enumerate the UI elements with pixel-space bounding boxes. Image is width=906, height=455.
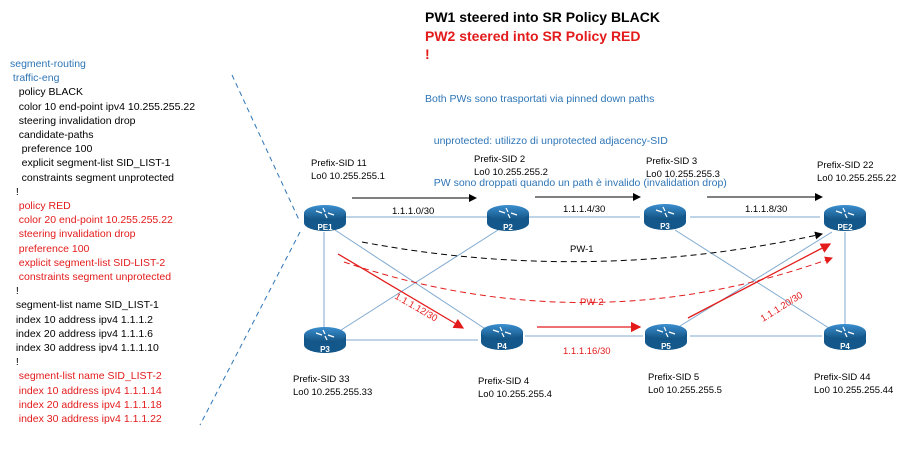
router-label: PE2 bbox=[837, 223, 853, 232]
config-line: ! bbox=[10, 356, 19, 369]
config-line: ! bbox=[10, 185, 19, 198]
red-path bbox=[337, 243, 832, 333]
router-label: P3 bbox=[660, 222, 670, 231]
sid-p4: Prefix-SID 4 bbox=[478, 376, 529, 387]
links bbox=[323, 216, 846, 341]
config-line: traffic-eng bbox=[10, 72, 60, 85]
config-line: steering invalidation drop bbox=[10, 228, 136, 241]
title-bang: ! bbox=[425, 46, 430, 62]
router-label: P3 bbox=[320, 345, 330, 354]
config-panel: segment-routing traffic-eng policy BLACK… bbox=[10, 57, 195, 426]
callout-line bbox=[199, 231, 301, 426]
router-label: P4 bbox=[497, 342, 507, 351]
lo0-pe1: Lo0 10.255.255.1 bbox=[311, 171, 385, 182]
note-line: Both PWs sono trasportati via pinned dow… bbox=[425, 93, 655, 105]
link-p2-p3b bbox=[337, 229, 499, 333]
lo0-p4r: Lo0 10.255.255.44 bbox=[814, 385, 893, 396]
router-label: P5 bbox=[661, 342, 671, 351]
title-pw1: PW1 steered into SR Policy BLACK bbox=[425, 9, 660, 25]
router-p4r: P4 bbox=[824, 324, 866, 351]
config-line: preference 100 bbox=[10, 143, 93, 156]
sid-pe1: Prefix-SID 11 bbox=[311, 158, 367, 169]
link-label-l2: 1.1.1.4/30 bbox=[563, 204, 605, 215]
config-line: steering invalidation drop bbox=[10, 114, 136, 127]
router-p4: P4 bbox=[481, 324, 523, 351]
sid-pe2: Prefix-SID 22 bbox=[817, 160, 874, 171]
config-line: segment-routing bbox=[10, 58, 86, 70]
config-line: index 20 address ipv4 1.1.1.18 bbox=[10, 398, 162, 411]
router-pe2: PE2 bbox=[824, 205, 866, 232]
config-line: policy RED bbox=[10, 200, 71, 213]
config-line: index 30 address ipv4 1.1.1.10 bbox=[10, 342, 159, 355]
config-line: index 30 address ipv4 1.1.1.22 bbox=[10, 413, 162, 426]
router-pe1: PE1 bbox=[304, 205, 346, 232]
pw2-label: PW-2 bbox=[580, 297, 604, 308]
link-label-l4: 1.1.1.12/30 bbox=[393, 291, 440, 324]
router-p2: P2 bbox=[487, 205, 529, 232]
lo0-p4: Lo0 10.255.255.4 bbox=[478, 389, 552, 400]
sid-p4r: Prefix-SID 44 bbox=[814, 372, 871, 383]
config-line: index 10 address ipv4 1.1.1.2 bbox=[10, 313, 154, 326]
config-line: index 20 address ipv4 1.1.1.6 bbox=[10, 327, 154, 340]
note-line: PW sono droppati quando un path è invali… bbox=[425, 177, 727, 189]
config-line: index 10 address ipv4 1.1.1.14 bbox=[10, 384, 162, 397]
pw1-label: PW-1 bbox=[570, 244, 594, 255]
notes-block: Both PWs sono trasportati via pinned dow… bbox=[425, 64, 727, 204]
lo0-p5: Lo0 10.255.255.5 bbox=[648, 385, 722, 396]
config-line: preference 100 bbox=[10, 242, 90, 255]
pw2-curve bbox=[343, 256, 833, 304]
config-line: candidate-paths bbox=[10, 129, 94, 142]
config-line: explicit segment-list SID_LIST-1 bbox=[10, 157, 171, 170]
router-p3b: P3 bbox=[304, 327, 346, 354]
router-label: P2 bbox=[503, 223, 513, 232]
link-label-l5: 1.1.1.16/30 bbox=[563, 346, 611, 357]
title-pw2: PW2 steered into SR Policy RED bbox=[425, 28, 641, 44]
config-line: color 20 end-point 10.255.255.22 bbox=[10, 214, 173, 227]
router-p5: P5 bbox=[645, 324, 687, 351]
link-label-l1: 1.1.1.0/30 bbox=[392, 206, 434, 217]
sid-p3b: Prefix-SID 33 bbox=[293, 374, 350, 385]
black-path bbox=[352, 193, 823, 202]
config-line: explicit segment-list SID-LIST-2 bbox=[10, 256, 166, 269]
config-line: segment-list name SID_LIST-1 bbox=[10, 299, 159, 312]
config-line: constraints segment unprotected bbox=[10, 271, 172, 284]
lo0-p3b: Lo0 10.255.255.33 bbox=[293, 387, 372, 398]
sid-p3t: Prefix-SID 3 bbox=[646, 156, 697, 167]
router-p3t: P3 bbox=[644, 204, 686, 231]
sid-p5: Prefix-SID 5 bbox=[648, 372, 699, 383]
lo0-pe2: Lo0 10.255.255.22 bbox=[817, 173, 896, 184]
sid-labels: Prefix-SID 11 Lo0 10.255.255.1 Prefix-SI… bbox=[293, 154, 896, 400]
config-line: segment-list name SID_LIST-2 bbox=[10, 370, 162, 383]
config-line: constraints segment unprotected bbox=[10, 171, 175, 184]
link-label-l6: 1.1.1.20/30 bbox=[759, 290, 805, 325]
router-label: P4 bbox=[840, 342, 850, 351]
config-line: policy BLACK bbox=[10, 86, 83, 99]
note-line: unprotected: utilizzo di unprotected adj… bbox=[425, 135, 668, 147]
link-pe1-p4 bbox=[334, 229, 488, 331]
link-p5-pe2 bbox=[679, 231, 833, 327]
lo0-p2: Lo0 10.255.255.2 bbox=[474, 167, 548, 178]
callout-line bbox=[231, 74, 301, 223]
sid-p2: Prefix-SID 2 bbox=[474, 154, 525, 165]
lo0-p3t: Lo0 10.255.255.3 bbox=[646, 169, 720, 180]
router-label: PE1 bbox=[317, 223, 333, 232]
pw1-curve bbox=[361, 231, 823, 263]
config-line: color 10 end-point ipv4 10.255.255.22 bbox=[10, 100, 196, 113]
title-block: PW1 steered into SR Policy BLACK PW2 ste… bbox=[425, 8, 660, 62]
config-line: ! bbox=[10, 285, 19, 298]
link-label-l3: 1.1.1.8/30 bbox=[745, 204, 787, 215]
